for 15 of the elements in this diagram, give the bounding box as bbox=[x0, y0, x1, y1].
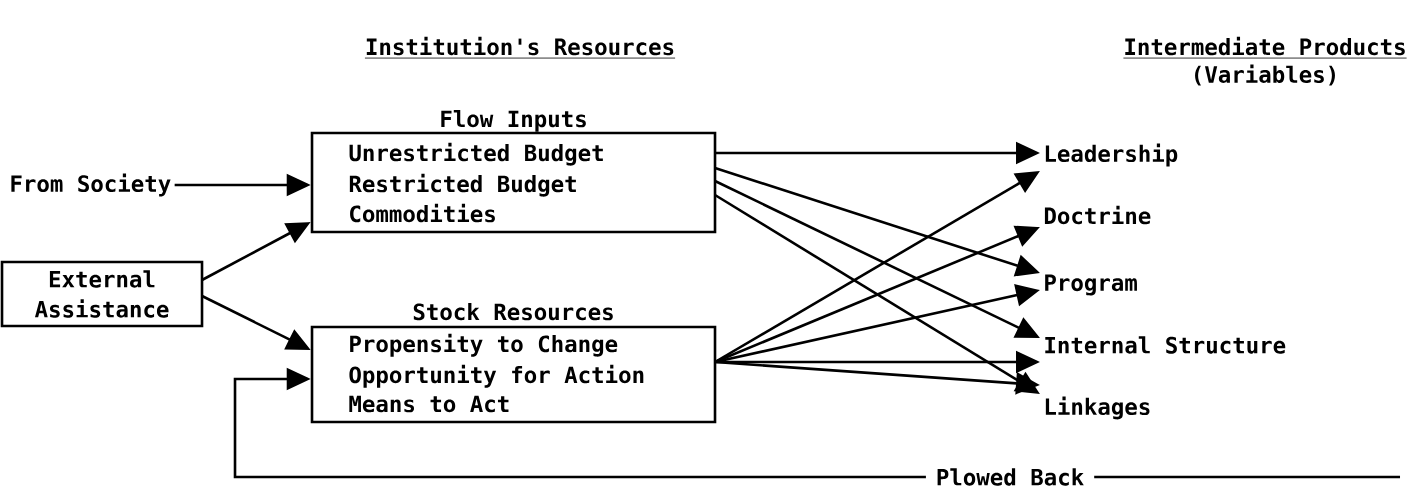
variable-label: Linkages bbox=[1045, 396, 1150, 420]
variable-label: Internal Structure bbox=[1045, 336, 1286, 354]
node-label: Stock Resources bbox=[413, 303, 613, 321]
variable-label: Leadership bbox=[1045, 143, 1178, 167]
resource-box: Flow Inputs Unrestricted Budget Restricted Budget Commodities bbox=[310, 110, 717, 234]
column-heading: (Variables) bbox=[1195, 64, 1335, 86]
edge-label: Plowed Back bbox=[925, 458, 1095, 489]
node-label: Flow Inputs bbox=[441, 110, 586, 132]
source-box: External Assistance bbox=[0, 260, 204, 328]
resource-box: Stock Resources Propensity to Change Opportunity for Action Means to Act bbox=[310, 303, 717, 424]
column-heading: Intermediate Products bbox=[1123, 36, 1407, 59]
variable-label: Doctrine bbox=[1044, 205, 1151, 225]
variable-label: Program bbox=[1045, 274, 1137, 296]
variable-label: From Society bbox=[11, 173, 171, 197]
column-heading: Institution's Resources bbox=[364, 36, 676, 59]
